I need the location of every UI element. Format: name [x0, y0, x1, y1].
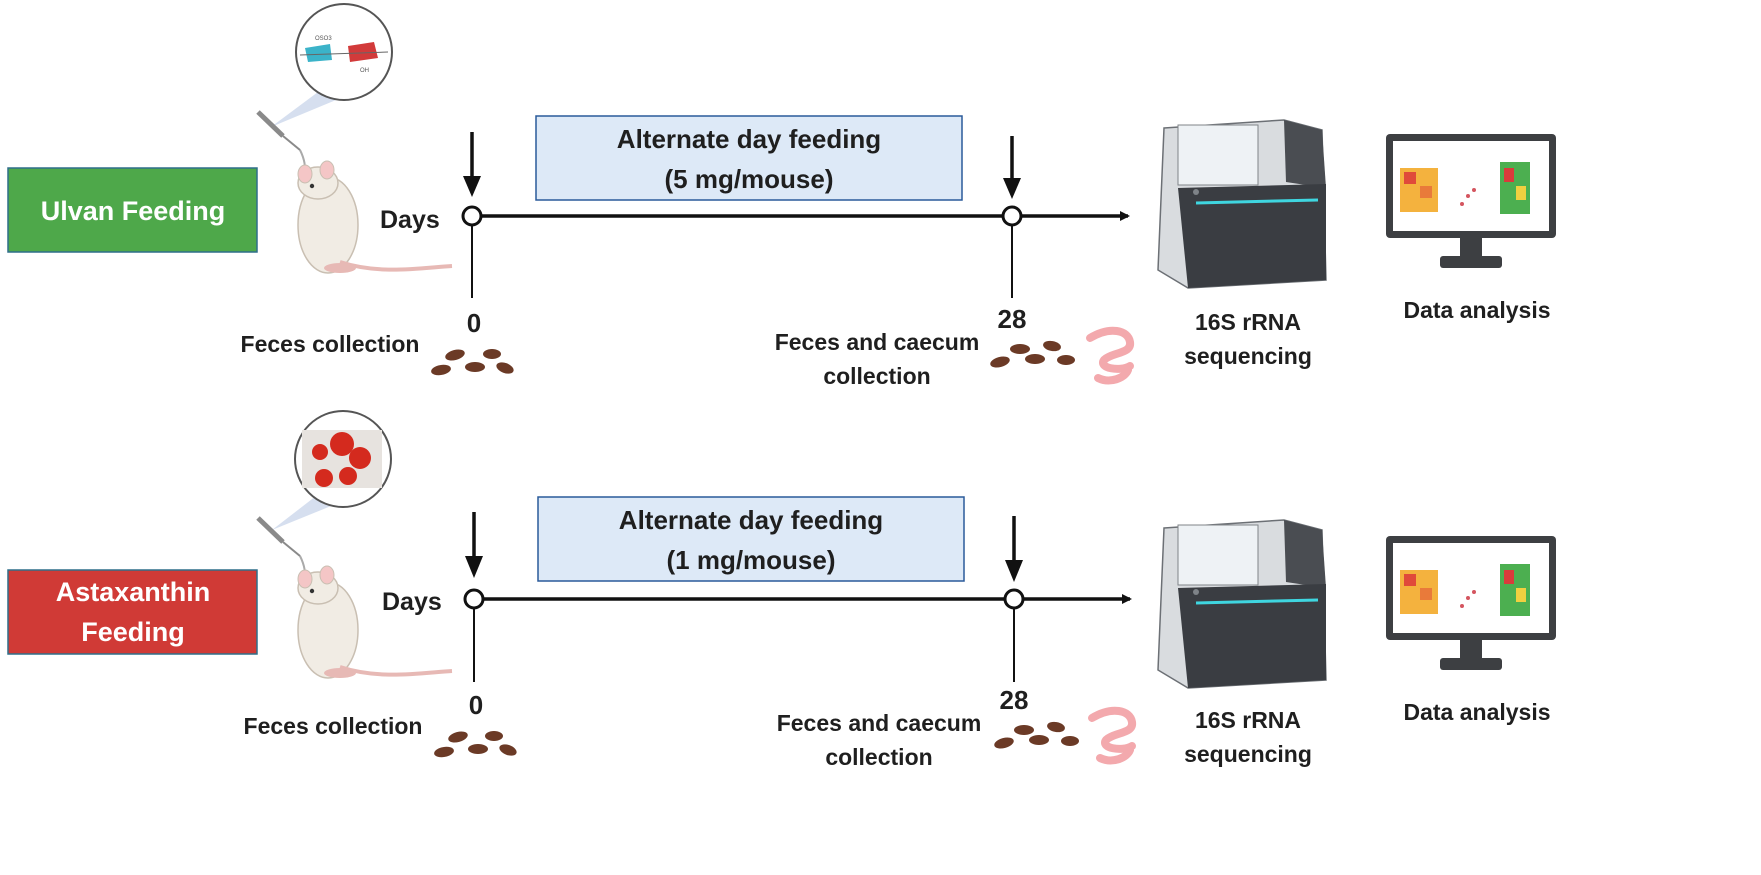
feces-icon: [431, 349, 514, 376]
end-arrow: [1003, 136, 1021, 199]
end-day-label: 28: [1000, 685, 1029, 715]
end-collection-line1: Feces and caecum: [775, 329, 980, 355]
end-collection-line2: collection: [823, 363, 930, 389]
ulvan-group-label: Ulvan Feeding: [41, 196, 226, 226]
analysis-label: Data analysis: [1403, 297, 1550, 323]
end-collection-line1: Feces and caecum: [777, 710, 982, 736]
sequencing-line2: sequencing: [1184, 343, 1312, 369]
day-0-marker: [463, 588, 485, 610]
days-label: Days: [380, 206, 440, 234]
caecum-icon: [1088, 706, 1136, 765]
start-arrow: [463, 132, 481, 197]
svg-text:OH: OH: [360, 68, 369, 74]
days-label: Days: [382, 588, 442, 616]
ulvan-row: Ulvan Feeding OSO3 OH Days: [7, 3, 1556, 389]
start-collection-label: Feces collection: [241, 331, 420, 357]
feces-icon: [990, 340, 1075, 368]
astaxanthin-group-label-line2: Feeding: [81, 617, 185, 647]
astaxanthin-photo-icon: [272, 410, 392, 530]
end-day-label: 28: [998, 304, 1027, 334]
feeding-line1: Alternate day feeding: [619, 505, 883, 535]
svg-text:OSO3: OSO3: [315, 36, 332, 42]
end-collection-line2: collection: [825, 744, 932, 770]
astaxanthin-group-label-line1: Astaxanthin: [56, 577, 211, 607]
astaxanthin-row: Astaxanthin Feeding Days: [7, 410, 1556, 770]
sequencing-line1: 16S rRNA: [1195, 309, 1301, 335]
start-arrow: [465, 512, 483, 578]
end-arrow: [1005, 516, 1023, 582]
mouse-icon: [256, 110, 453, 274]
feeding-line1: Alternate day feeding: [617, 124, 881, 154]
mouse-icon: [256, 516, 453, 679]
day-0-marker: [461, 205, 483, 227]
feeding-box: [537, 496, 965, 582]
ulvan-structure-icon: OSO3 OH: [271, 3, 393, 127]
start-collection-label: Feces collection: [244, 713, 423, 739]
sequencer-icon: [1157, 119, 1327, 289]
monitor-icon: [1386, 134, 1556, 268]
feeding-box: [535, 115, 963, 201]
astaxanthin-group-box: [7, 569, 258, 655]
feces-icon: [994, 721, 1079, 749]
ulvan-group-box: [7, 167, 258, 253]
start-day-label: 0: [467, 308, 481, 338]
sequencing-line2: sequencing: [1184, 741, 1312, 767]
analysis-label: Data analysis: [1403, 699, 1550, 725]
day-28-marker: [1003, 588, 1025, 610]
feces-icon: [434, 731, 517, 758]
feeding-line2: (1 mg/mouse): [666, 545, 835, 575]
caecum-icon: [1086, 326, 1134, 385]
sequencing-line1: 16S rRNA: [1195, 707, 1301, 733]
monitor-icon: [1386, 536, 1556, 670]
start-day-label: 0: [469, 690, 483, 720]
day-28-marker: [1001, 205, 1023, 227]
sequencer-icon: [1157, 519, 1327, 689]
feeding-line2: (5 mg/mouse): [664, 164, 833, 194]
